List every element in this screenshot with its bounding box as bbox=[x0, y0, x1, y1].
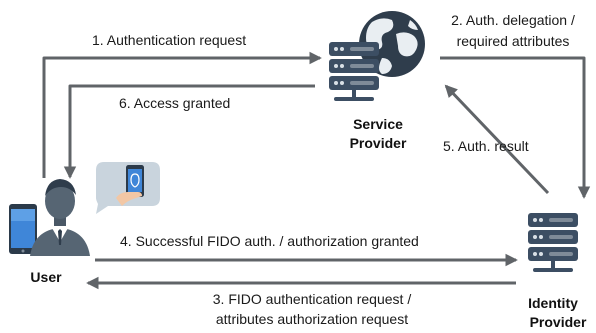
edge-3-label-line2: attributes authorization request bbox=[216, 311, 408, 327]
person-icon bbox=[30, 179, 90, 256]
edge-3-label-line1: 3. FIDO authentication request / bbox=[213, 291, 412, 307]
edge-2-label-line2: required attributes bbox=[457, 33, 570, 49]
edge-6-arrow bbox=[63, 84, 315, 179]
identity-provider-node: Identity Provider bbox=[528, 213, 587, 330]
smartphone-icon bbox=[9, 204, 37, 254]
edge-2-label-line1: 2. Auth. delegation / bbox=[451, 12, 575, 28]
edge-5-arrow bbox=[444, 84, 550, 195]
service-provider-label-line2: Provider bbox=[350, 135, 407, 151]
service-provider-node: Service Provider bbox=[329, 11, 425, 151]
server-icon bbox=[329, 42, 379, 101]
edge-4-label: 4. Successful FIDO auth. / authorization… bbox=[120, 233, 419, 249]
identity-provider-label-line1: Identity bbox=[528, 295, 578, 311]
identity-provider-label-line2: Provider bbox=[530, 314, 587, 330]
edge-1-label: 1. Authentication request bbox=[92, 32, 246, 48]
edge-5-label: 5. Auth. result bbox=[443, 138, 529, 154]
edge-1-arrow bbox=[42, 51, 322, 178]
server-icon bbox=[528, 213, 578, 272]
service-provider-label-line1: Service bbox=[353, 116, 403, 132]
user-node: User bbox=[9, 162, 160, 285]
edge-6-label: 6. Access granted bbox=[119, 95, 230, 111]
edge-2-arrow bbox=[440, 56, 591, 199]
fido-phone-bubble-icon bbox=[96, 162, 160, 214]
user-label: User bbox=[30, 269, 62, 285]
